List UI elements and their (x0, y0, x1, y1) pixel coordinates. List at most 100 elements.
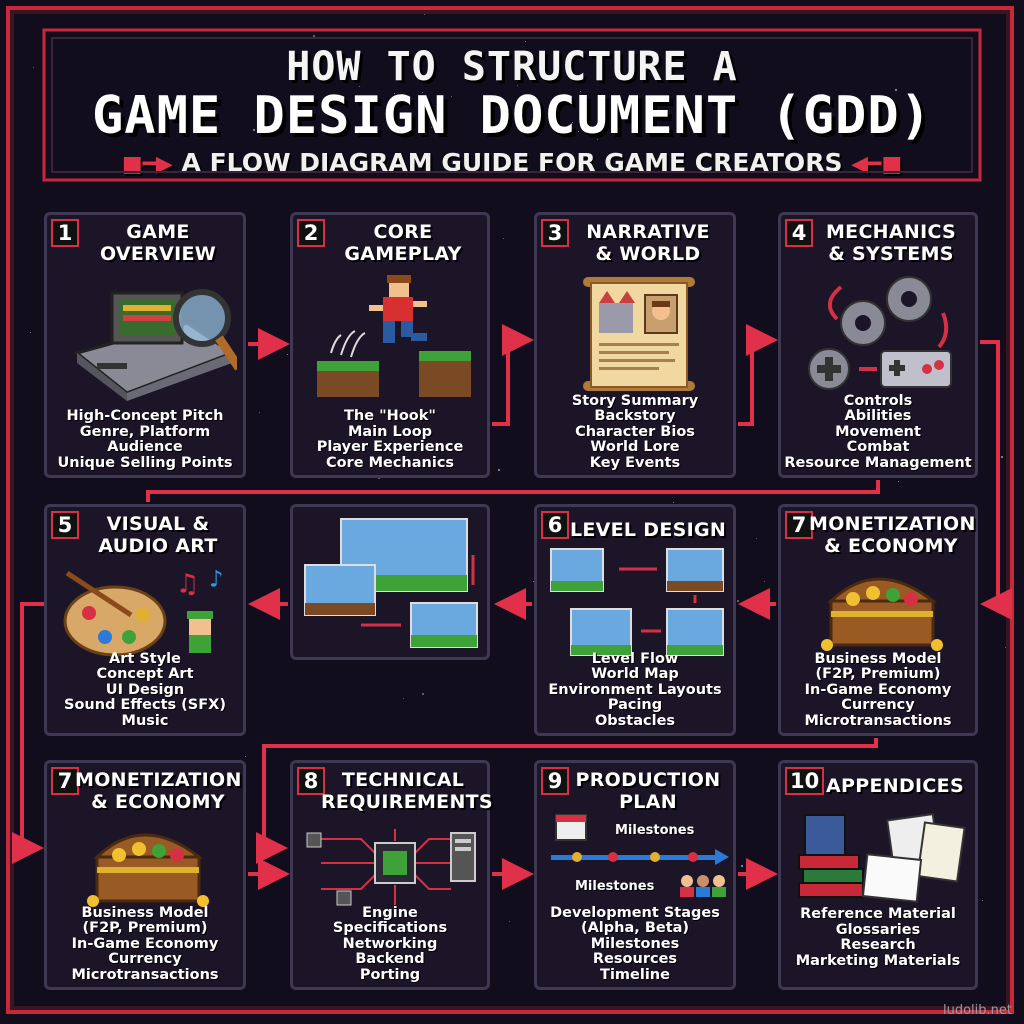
star (756, 538, 757, 539)
site-credit: ludolib.net (943, 1003, 1012, 1018)
star (30, 332, 31, 333)
milestones-label-bottom: Milestones (575, 879, 655, 894)
star (9, 856, 11, 858)
star (673, 502, 674, 503)
header-border (42, 28, 982, 182)
star (33, 67, 34, 68)
card-number: 5 (51, 511, 79, 539)
star (422, 92, 423, 93)
card-number: 7 (785, 511, 813, 539)
star (313, 35, 315, 37)
team-icon (680, 875, 726, 897)
card-title: APPENDICES (826, 775, 964, 797)
header-title-line-2: GAME DESIGN DOCUMENT (GDD) (92, 86, 932, 146)
music-notes-icon: ♫ (179, 567, 196, 600)
star (580, 91, 581, 92)
star (517, 85, 518, 86)
retro-console-icon (73, 289, 237, 401)
card-number: 7 (51, 767, 79, 795)
books-icon (798, 813, 966, 903)
card-items: Development Stages(Alpha, Beta)Milestone… (550, 904, 720, 983)
svg-text:♪: ♪ (209, 565, 223, 593)
star (509, 921, 510, 922)
circuit-chip-icon (306, 829, 476, 906)
star (259, 412, 260, 413)
star (498, 469, 500, 471)
star (898, 481, 899, 482)
level-screens-icon (304, 518, 478, 648)
treasure-chest-icon (821, 577, 943, 651)
story-scroll-icon (583, 277, 695, 391)
star (572, 122, 573, 123)
star (339, 161, 340, 162)
star (245, 756, 246, 757)
card-items: Business Model(F2P, Premium)In-Game Econ… (804, 650, 952, 729)
star (1001, 456, 1003, 458)
card-title: LEVEL DESIGN (569, 519, 727, 541)
star (741, 865, 743, 867)
star (378, 477, 380, 479)
card-title: VISUAL &AUDIO ART (98, 513, 218, 557)
star (1005, 647, 1006, 648)
star (394, 93, 395, 94)
header-title-line-1: HOW TO STRUCTURE A (286, 44, 738, 90)
card-number: 1 (51, 219, 79, 247)
star (403, 698, 404, 699)
star (106, 95, 107, 96)
card-number: 2 (297, 219, 325, 247)
star (982, 900, 983, 901)
star (503, 238, 504, 239)
star (422, 693, 424, 695)
level-flow-icon (550, 548, 724, 656)
card-number: 3 (541, 219, 569, 247)
star (597, 139, 598, 140)
gears-icon (808, 276, 952, 390)
paint-palette-icon: ♫ ♪ (63, 565, 223, 657)
card-level-screens (290, 504, 490, 660)
card-items: Business Model(F2P, Premium)In-Game Econ… (71, 904, 219, 983)
card-title: MECHANICS& SYSTEMS (825, 221, 957, 265)
star (451, 96, 452, 97)
star (424, 14, 425, 15)
star (764, 581, 765, 582)
treasure-chest-icon (87, 833, 209, 907)
card-title: NARRATIVE& WORLD (586, 221, 710, 265)
calendar-icon (555, 814, 587, 841)
star (971, 13, 972, 14)
star (525, 41, 526, 42)
card-number: 4 (785, 219, 813, 247)
star (533, 581, 534, 582)
star (895, 89, 897, 91)
star (359, 86, 360, 87)
jumping-character-icon (317, 275, 471, 397)
star (431, 127, 432, 128)
outer-frame (6, 6, 1014, 1014)
milestones-label-top: Milestones (615, 823, 695, 838)
card-monetization-economy-repeat: 7 MONETIZATION& ECONOMY Business Model(F… (44, 760, 246, 990)
card-number: 6 (541, 511, 569, 539)
card-monetization-economy: 7 MONETIZATION& ECONOMY Business Model(F… (778, 504, 978, 736)
timeline-icon (551, 849, 729, 865)
star (578, 131, 579, 132)
card-title: MONETIZATION& ECONOMY (809, 513, 976, 557)
